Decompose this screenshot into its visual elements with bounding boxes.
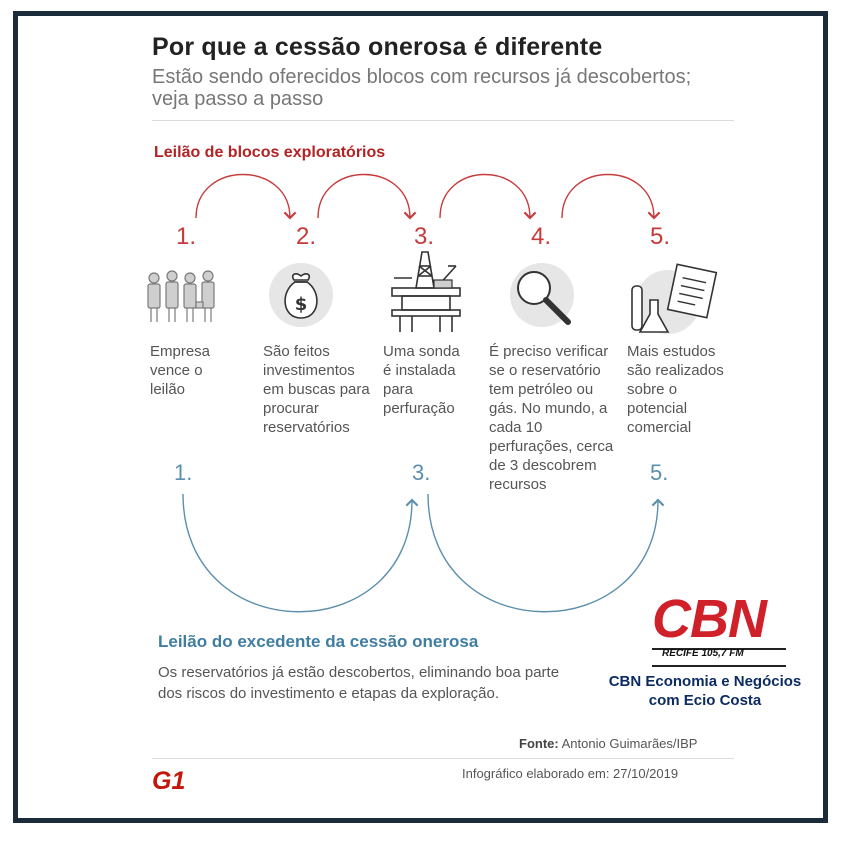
page-subtitle: Estão sendo oferecidos blocos com recurs… bbox=[152, 66, 692, 110]
step-number: 1. bbox=[176, 223, 197, 250]
business-people-icon bbox=[147, 270, 215, 322]
surplus-description: Os reservatórios já estão descobertos, e… bbox=[158, 664, 560, 702]
red-arrow-3-4 bbox=[439, 173, 537, 220]
step-number: 3. bbox=[414, 223, 435, 250]
source-credit: Fonte: Antonio Guimarães/IBP bbox=[519, 736, 697, 751]
red-arrow-2-3 bbox=[317, 173, 417, 220]
surplus-step-number: 5. bbox=[650, 460, 669, 485]
divider bbox=[152, 758, 734, 759]
money-bag-icon: $ bbox=[269, 263, 333, 327]
svg-text:G1: G1 bbox=[152, 767, 185, 792]
cbn-station: RECIFE 105,7 FM bbox=[662, 648, 744, 659]
g1-logo: G1 bbox=[152, 767, 185, 792]
divider bbox=[152, 120, 734, 121]
page-title: Por que a cessão onerosa é diferente bbox=[152, 33, 603, 61]
step-number: 4. bbox=[531, 223, 552, 250]
cbn-show-title: CBN Economia e Negócios com Ecio Costa bbox=[596, 672, 814, 710]
cbn-show-line2: com Ecio Costa bbox=[648, 692, 762, 709]
source-value: Antonio Guimarães/IBP bbox=[561, 736, 698, 751]
source-label: Fonte: bbox=[519, 736, 559, 751]
magnifier-icon bbox=[510, 263, 574, 327]
red-arrow-1-2 bbox=[195, 173, 297, 220]
lab-clipboard-icon bbox=[631, 263, 718, 334]
step-text: Uma sonda é instalada para perfuração bbox=[383, 343, 460, 417]
red-arrow-4-5 bbox=[561, 173, 661, 220]
cbn-show-line1: CBN Economia e Negócios bbox=[608, 673, 802, 690]
cbn-station-bar bbox=[652, 648, 786, 667]
step-number: 2. bbox=[296, 223, 317, 250]
surplus-step-number: 3. bbox=[412, 460, 431, 485]
cbn-logo: CBN bbox=[652, 589, 767, 649]
created-date: Infográfico elaborado em: 27/10/2019 bbox=[462, 766, 679, 781]
infographic-frame bbox=[13, 11, 828, 823]
exploratory-heading: Leilão de blocos exploratórios bbox=[154, 144, 386, 161]
step-number: 5. bbox=[650, 223, 671, 250]
blue-arrow-1-3 bbox=[182, 493, 419, 613]
surplus-heading: Leilão do excedente da cessão onerosa bbox=[158, 632, 479, 651]
step-text: É preciso verificar se o reservatório te… bbox=[489, 343, 614, 493]
step-text: Mais estudos são realizados sobre o pote… bbox=[627, 343, 724, 436]
svg-text:$: $ bbox=[295, 294, 308, 315]
oil-rig-icon bbox=[391, 251, 461, 332]
step-text: São feitos investimentos em buscas para … bbox=[263, 343, 370, 436]
blue-arrow-3-5 bbox=[427, 493, 665, 613]
surplus-step-number: 1. bbox=[174, 460, 193, 485]
step-text: Empresa vence o leilão bbox=[150, 343, 211, 398]
